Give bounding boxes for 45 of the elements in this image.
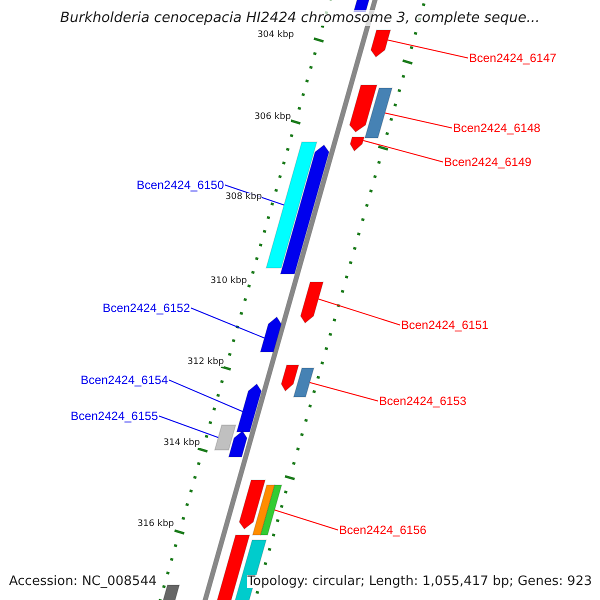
gene-bar [160, 584, 180, 600]
gene-bar [364, 88, 393, 138]
gene-bar [236, 383, 262, 432]
gene-bar [300, 282, 324, 324]
gene-label: Bcen2424_6156 [339, 524, 426, 536]
gene-bar [214, 424, 236, 450]
gene-bar [260, 316, 282, 352]
gene-label: Bcen2424_6147 [469, 52, 556, 64]
scale-label: 306 kbp [254, 113, 291, 122]
gene-label: Bcen2424_6155 [70, 410, 158, 422]
leader-line [384, 112, 452, 128]
gene-bar [350, 136, 365, 152]
gene-label: Bcen2424_6153 [379, 395, 466, 407]
scale-label: 312 kbp [187, 358, 224, 367]
gene-bar [280, 364, 300, 392]
genome-info-text: Topology: circular; Length: 1,055,417 bp; Genes: 923 [247, 575, 592, 588]
scale-label: 310 kbp [210, 277, 247, 286]
gene-label: Bcen2424_6148 [453, 122, 540, 134]
leader-line [190, 308, 265, 338]
gene-label: Bcen2424_6149 [444, 156, 532, 168]
leader-line [168, 380, 244, 412]
gene-bar [292, 368, 315, 398]
gene-bar [238, 480, 266, 530]
scale-label: 308 kbp [225, 193, 262, 202]
scale-label: 314 kbp [163, 439, 200, 448]
leader-line [387, 40, 468, 58]
leader-line [362, 140, 444, 162]
gene-bar [266, 142, 318, 268]
gene-bar [349, 84, 378, 133]
accession-text: Accession: NC_008544 [9, 575, 157, 588]
leader-line [158, 416, 219, 438]
leader-line [309, 382, 378, 402]
gene-label: Bcen2424_6154 [80, 374, 168, 386]
gene-label: Bcen2424_6150 [136, 179, 224, 191]
gene-bar [228, 430, 248, 458]
gene-bar [260, 484, 282, 536]
scale-label: 304 kbp [257, 31, 294, 40]
leader-line [274, 510, 338, 530]
gene-bar [370, 30, 392, 58]
leader-line [318, 298, 400, 326]
gene-bar [280, 144, 330, 274]
gene-label: Bcen2424_6151 [401, 319, 488, 331]
gene-label: Bcen2424_6152 [102, 302, 190, 314]
title: Burkholderia cenocepacia HI2424 chromosome 3, complete seque... [60, 10, 540, 26]
scale-label: 316 kbp [137, 520, 174, 529]
